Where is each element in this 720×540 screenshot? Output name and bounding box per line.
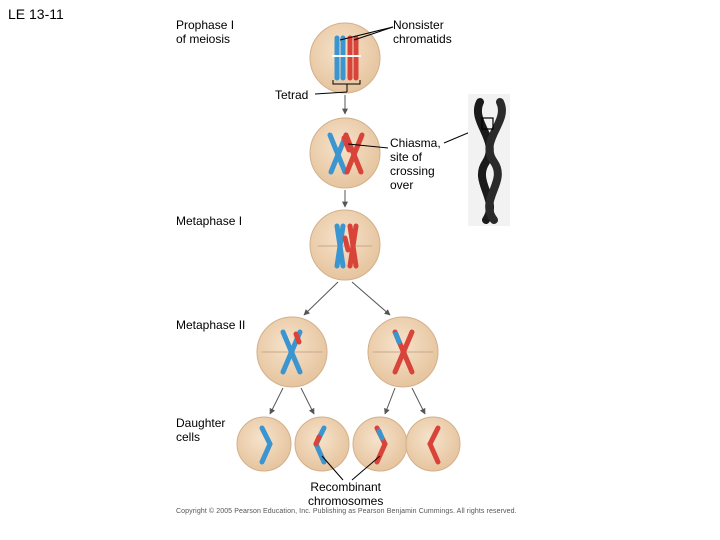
daughter-cell-2 xyxy=(294,416,350,472)
tetrad-chromosomes xyxy=(332,35,361,81)
label-tetrad: Tetrad xyxy=(275,88,309,102)
copyright-notice: Copyright © 2005 Pearson Education, Inc.… xyxy=(176,508,517,515)
label-nonsister-chromatids: Nonsister chromatids xyxy=(393,18,452,46)
metaphase-2-right-chromosome xyxy=(372,329,434,375)
metaphase-2-left-chromosome xyxy=(261,329,323,375)
label-metaphase-2: Metaphase II xyxy=(176,318,246,332)
label-prophase: Prophase I of meiosis xyxy=(176,18,235,46)
stage-arrows xyxy=(269,95,426,415)
label-recombinant-chromosomes: Recombinant chromosomes xyxy=(308,480,384,508)
chiasma-chromosomes xyxy=(327,132,365,175)
daughter-cell-3 xyxy=(352,416,408,472)
label-daughter-cells: Daughter cells xyxy=(176,416,226,444)
label-metaphase-1: Metaphase I xyxy=(176,214,243,228)
label-chiasma: Chiasma, site of crossing over xyxy=(390,136,441,192)
daughter-cell-1 xyxy=(236,416,292,472)
daughter-cell-4 xyxy=(405,416,461,472)
figure-title: LE 13-11 xyxy=(8,6,64,22)
chiasma-micrograph xyxy=(468,94,510,226)
metaphase-1-chromosomes xyxy=(317,223,373,269)
label-pointers xyxy=(314,26,483,481)
cell-chiasma xyxy=(309,117,381,189)
